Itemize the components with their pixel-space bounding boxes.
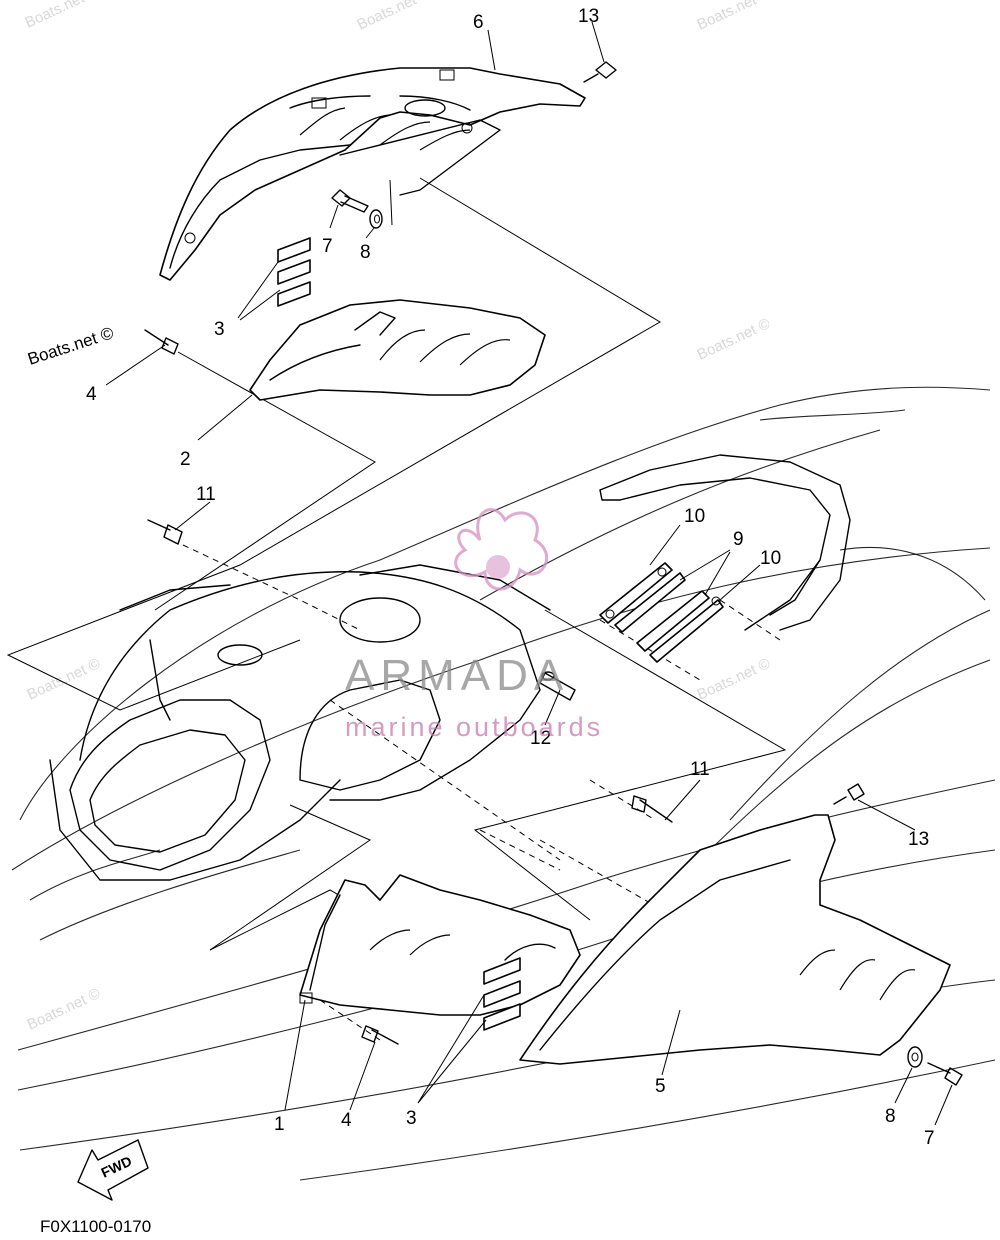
part-12-clip xyxy=(539,671,576,701)
part-11-rivet-left xyxy=(147,519,183,545)
callout-1: 1 xyxy=(274,1114,285,1135)
callout-11-left: 11 xyxy=(196,484,216,505)
watermark-boatsnet-label: Boats.net © xyxy=(25,323,116,369)
callout-7-bottom: 7 xyxy=(924,1128,935,1149)
callout-10-right: 10 xyxy=(760,548,781,569)
part-13-screw-right xyxy=(833,783,865,805)
callout-2: 2 xyxy=(180,449,191,470)
callout-4-bottom: 4 xyxy=(341,1110,352,1131)
callout-8-bottom: 8 xyxy=(885,1106,896,1127)
watermark-text: Boats.net xyxy=(355,0,420,34)
part-7-bolt-top xyxy=(331,189,369,213)
armada-brand-subtitle: marine outboards xyxy=(345,712,603,742)
callout-8-top: 8 xyxy=(360,242,371,263)
part-1-side-panel xyxy=(299,874,581,1016)
callout-12: 12 xyxy=(530,728,551,749)
callout-7-top: 7 xyxy=(322,236,333,257)
watermark-text: Boats.net © xyxy=(695,655,773,704)
part-4-rivet-bottom xyxy=(361,1025,399,1045)
part-7-bolt-bottom xyxy=(927,1062,963,1086)
callout-10-top: 10 xyxy=(684,506,705,527)
callout-13-right: 13 xyxy=(908,829,929,850)
part-13-screw-top xyxy=(583,61,617,83)
part-6-upper-cover xyxy=(159,67,586,281)
part-3-pads-top xyxy=(277,237,311,307)
part-3-pads-bottom xyxy=(483,957,521,1031)
watermark-text: Boats.net © xyxy=(25,985,103,1034)
watermark-text: Boats.net xyxy=(23,0,88,32)
armada-brand-text: ARMADA xyxy=(345,651,569,700)
part-5-side-cover xyxy=(519,814,951,1065)
callout-9: 9 xyxy=(733,529,744,550)
part-8-washer-top xyxy=(369,209,383,229)
callout-leaders xyxy=(105,21,953,1126)
callout-4-top: 4 xyxy=(86,384,97,405)
watermark-text: Boats.net xyxy=(695,0,760,34)
callout-11-right: 11 xyxy=(690,759,710,780)
callout-5: 5 xyxy=(655,1076,666,1097)
callout-3-bottom: 3 xyxy=(406,1108,417,1129)
part-9-strip xyxy=(599,562,710,652)
part-2-inner-panel xyxy=(249,299,546,401)
part-4-rivet-top xyxy=(144,329,179,355)
hull-outline xyxy=(11,386,996,1181)
part-10-strip xyxy=(614,572,724,663)
callout-numbers: 6 13 7 8 3 4 2 11 10 9 10 12 11 13 1 4 3… xyxy=(86,6,935,1149)
hull-deck xyxy=(49,454,851,881)
callout-3-top: 3 xyxy=(214,319,225,340)
part-8-washer-bottom xyxy=(907,1046,923,1068)
watermark-text: Boats.net © xyxy=(695,315,773,364)
figure-code: F0X1100-0170 xyxy=(40,1217,151,1236)
fwd-arrow: FWD xyxy=(77,1139,149,1201)
armada-logo: ARMADA marine outboards xyxy=(345,508,603,742)
callout-6: 6 xyxy=(473,12,484,33)
callout-13-top: 13 xyxy=(578,6,599,27)
